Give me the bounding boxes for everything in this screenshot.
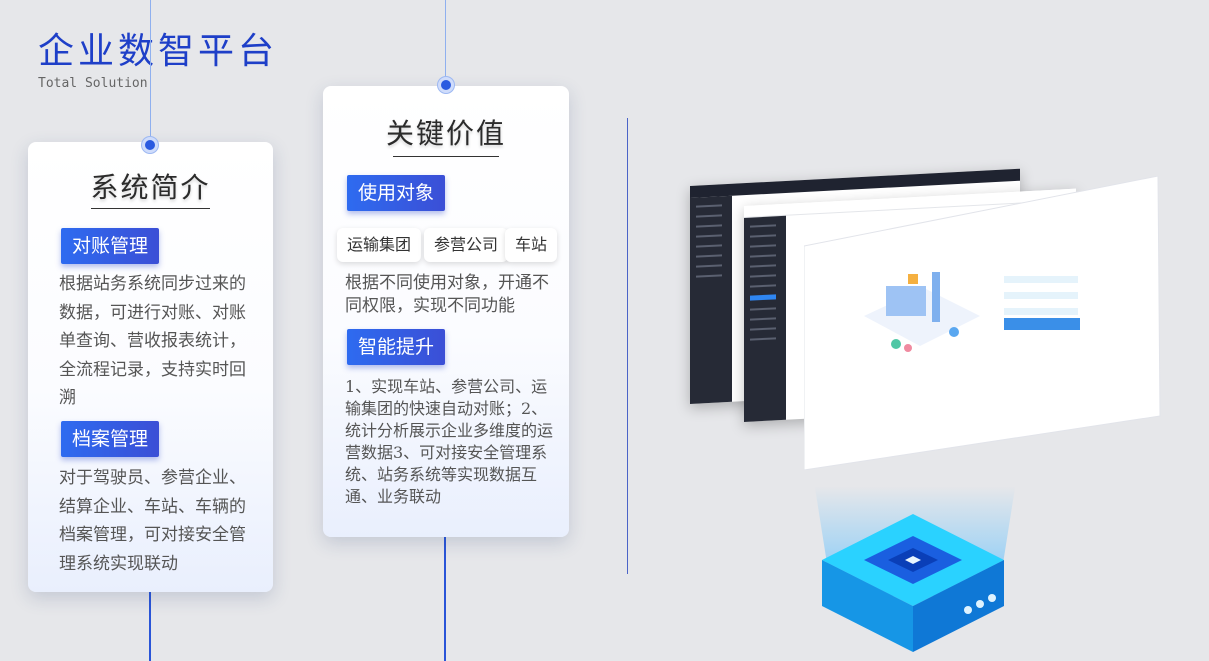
- timeline-dot-icon: [438, 77, 454, 93]
- chip-transport-group: 运输集团: [337, 228, 422, 262]
- section-text-archive: 对于驾驶员、参营企业、结算企业、车站、车辆的档案管理，可对接安全管理系统实现联动: [59, 468, 246, 574]
- title-underline: [91, 208, 210, 209]
- page-title: 企业数智平台: [38, 31, 279, 72]
- section-text-smart: 1、实现车站、参营公司、运输集团的快速自动对账；2、统计分析展示企业多维度的运营…: [345, 377, 554, 506]
- timeline-line-left-bottom: [149, 592, 151, 661]
- chip-partner-company: 参营公司: [424, 228, 509, 262]
- divider-line: [627, 118, 628, 574]
- timeline-line-mid-top: [445, 0, 446, 78]
- section-text-users: 根据不同使用对象，开通不同权限，实现不同功能: [345, 273, 549, 316]
- timeline-dot-icon: [142, 137, 158, 153]
- page-subtitle: Total Solution: [38, 76, 148, 91]
- system-intro-card: 系统简介 对账管理 根据站务系统同步过来的数据，可进行对账、对账单查询、营收报表…: [28, 142, 273, 592]
- screen-mockup-front: [803, 175, 1162, 471]
- section-tag-reconciliation: 对账管理: [61, 228, 160, 264]
- chip-station: 车站: [505, 228, 558, 262]
- card-title: 系统简介: [90, 171, 211, 204]
- front-screen-svg: [803, 175, 1161, 471]
- server-device-icon: [822, 514, 1004, 652]
- section-tag-smart: 智能提升: [347, 329, 446, 365]
- section-tag-archive: 档案管理: [61, 421, 160, 457]
- title-underline: [393, 156, 499, 157]
- section-tag-users: 使用对象: [347, 175, 446, 211]
- timeline-line-mid-bottom: [444, 537, 446, 661]
- timeline-line-left-top: [150, 0, 151, 136]
- section-text-reconciliation: 根据站务系统同步过来的数据，可进行对账、对账单查询、营收报表统计，全流程记录，支…: [59, 274, 246, 408]
- isometric-illustration-icon: [864, 272, 980, 352]
- card-title: 关键价值: [385, 117, 506, 150]
- key-value-card: 关键价值 使用对象: [323, 86, 569, 537]
